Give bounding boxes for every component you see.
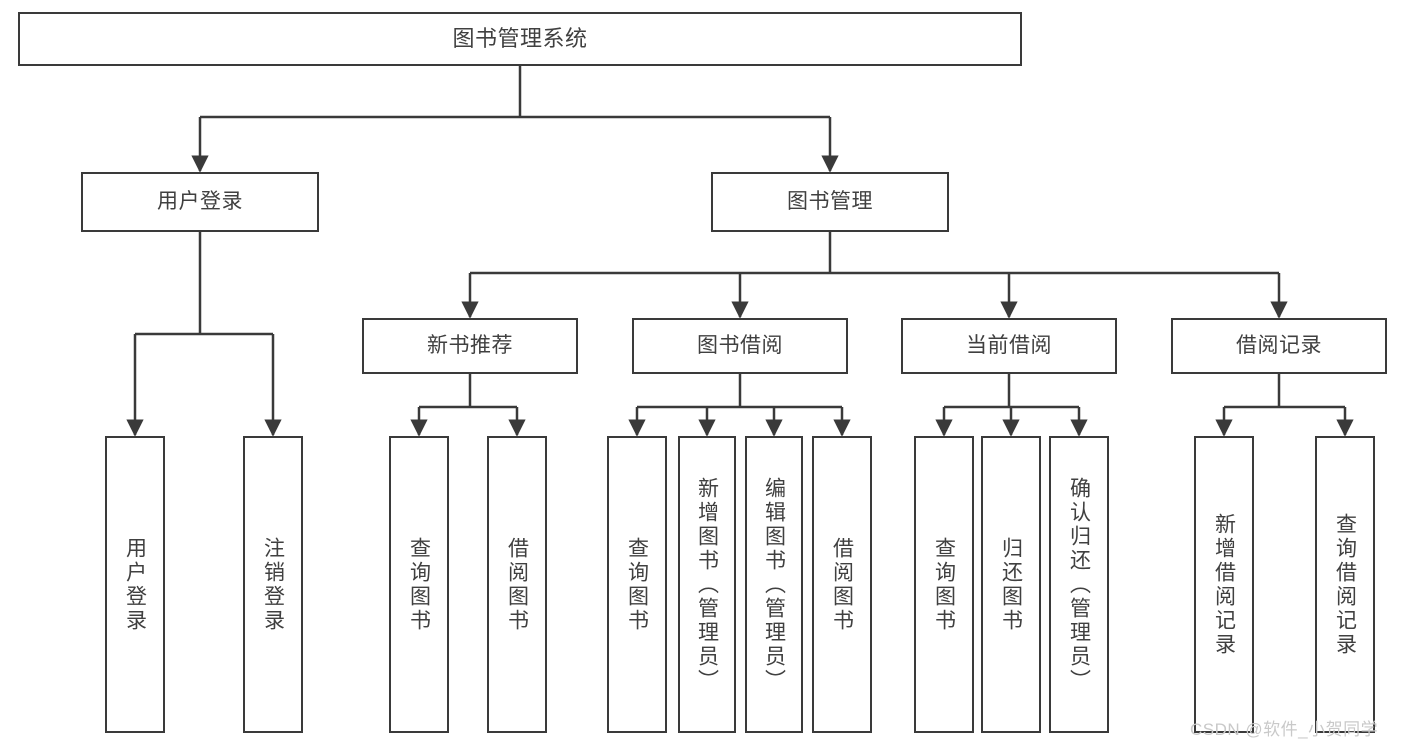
node-leaf-borrow-book-1[interactable]: 借阅图书 (487, 436, 547, 733)
node-root[interactable]: 图书管理系统 (18, 12, 1022, 66)
node-label: 查询借阅记录 (1333, 512, 1357, 657)
node-label: 确认归还（管理员） (1067, 476, 1091, 693)
node-label: 用户登录 (123, 536, 147, 633)
node-leaf-user-login[interactable]: 用户登录 (105, 436, 165, 733)
node-leaf-add-book[interactable]: 新增图书（管理员） (678, 436, 736, 733)
node-label: 图书管理系统 (452, 26, 588, 52)
node-leaf-confirm-ret[interactable]: 确认归还（管理员） (1049, 436, 1109, 733)
node-leaf-logout[interactable]: 注销登录 (243, 436, 303, 733)
node-label: 用户登录 (157, 189, 243, 213)
node-leaf-add-record[interactable]: 新增借阅记录 (1194, 436, 1254, 733)
node-label: 新增借阅记录 (1212, 512, 1236, 657)
node-label: 图书借阅 (697, 333, 783, 357)
node-label: 查询图书 (407, 536, 431, 633)
node-leaf-query-book-3[interactable]: 查询图书 (914, 436, 974, 733)
node-leaf-query-book-2[interactable]: 查询图书 (607, 436, 667, 733)
node-leaf-query-book-1[interactable]: 查询图书 (389, 436, 449, 733)
node-book-manage[interactable]: 图书管理 (711, 172, 949, 232)
node-leaf-query-record[interactable]: 查询借阅记录 (1315, 436, 1375, 733)
node-label: 注销登录 (261, 536, 285, 633)
node-label: 编辑图书（管理员） (762, 476, 786, 693)
node-label: 查询图书 (932, 536, 956, 633)
node-user-login[interactable]: 用户登录 (81, 172, 319, 232)
node-label: 新书推荐 (427, 333, 513, 357)
node-label: 借阅图书 (505, 536, 529, 633)
node-label: 归还图书 (999, 536, 1023, 633)
node-new-book-rec[interactable]: 新书推荐 (362, 318, 578, 374)
node-label: 借阅图书 (830, 536, 854, 633)
node-leaf-edit-book[interactable]: 编辑图书（管理员） (745, 436, 803, 733)
node-label: 查询图书 (625, 536, 649, 633)
node-book-borrow[interactable]: 图书借阅 (632, 318, 848, 374)
node-current-borrow[interactable]: 当前借阅 (901, 318, 1117, 374)
node-borrow-record[interactable]: 借阅记录 (1171, 318, 1387, 374)
node-leaf-borrow-book-2[interactable]: 借阅图书 (812, 436, 872, 733)
node-label: 借阅记录 (1236, 333, 1322, 357)
node-label: 当前借阅 (966, 333, 1052, 357)
node-label: 新增图书（管理员） (695, 476, 719, 693)
edge-paths (126, 66, 1354, 437)
node-leaf-return-book[interactable]: 归还图书 (981, 436, 1041, 733)
node-label: 图书管理 (787, 189, 873, 213)
